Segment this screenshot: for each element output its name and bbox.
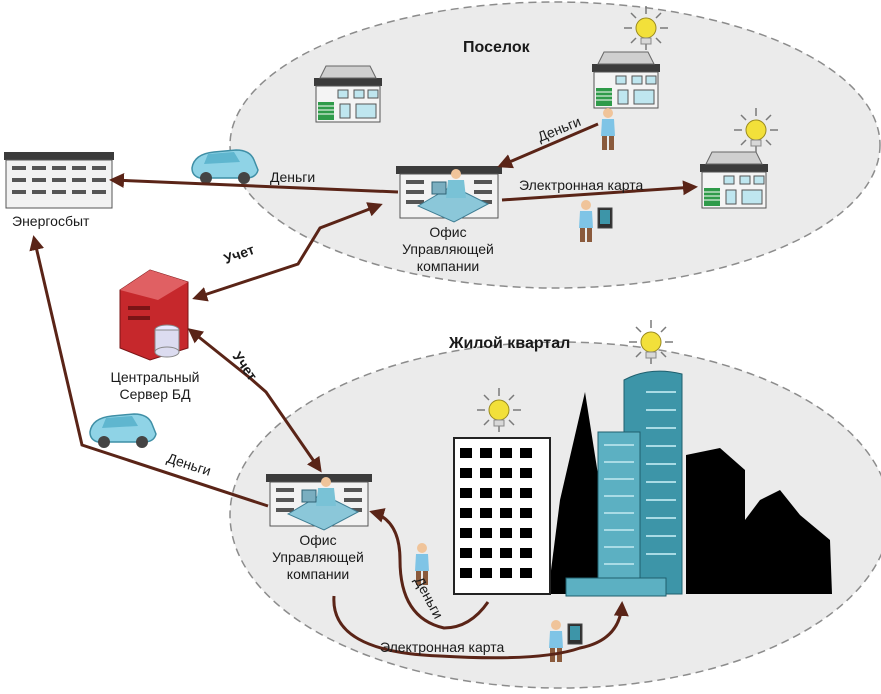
district-title: Жилой квартал [448, 335, 570, 352]
flow-district-ecard [332, 595, 629, 660]
flow-account-top [192, 202, 383, 302]
district-zone [229, 341, 881, 689]
server-line1: Центральный [111, 369, 200, 385]
car-icon [89, 413, 157, 449]
car-icon [191, 149, 259, 185]
village-title: Поселок [463, 39, 531, 56]
city-skyline-icon [453, 370, 832, 597]
office-bottom-line2: Управляющей [272, 549, 364, 565]
label-money-top: Деньги [270, 169, 315, 185]
office-icon [395, 165, 503, 223]
label-ecard-district: Электронная карта [380, 639, 504, 655]
house-icon [699, 151, 769, 209]
house-icon [313, 65, 383, 123]
server-icon [119, 269, 189, 361]
office-bottom-line1: Офис [299, 532, 336, 548]
village-zone [229, 1, 881, 289]
energosbyt-label: Энергосбыт [12, 213, 90, 229]
label-ecard-village: Электронная карта [519, 177, 643, 193]
terminal-icon [567, 623, 583, 645]
flow-village-ecard [501, 180, 698, 202]
flow-district-money [369, 508, 490, 630]
label-account-top: Учет [222, 241, 257, 267]
flow-office-to-energosbyt [109, 173, 399, 194]
house-icon [591, 51, 661, 109]
flow-account-bottom [187, 328, 322, 473]
server-line2: Сервер БД [119, 386, 191, 402]
energosbyt-building-icon [4, 152, 114, 209]
office-bottom-line3: компании [287, 566, 349, 582]
office-top-line2: Управляющей [402, 241, 494, 257]
flow-office-left [29, 235, 269, 508]
office-icon [265, 473, 373, 531]
terminal-icon [597, 207, 613, 229]
flow-village-money [497, 122, 599, 169]
office-top-line1: Офис [429, 224, 466, 240]
office-top-line3: компании [417, 258, 479, 274]
